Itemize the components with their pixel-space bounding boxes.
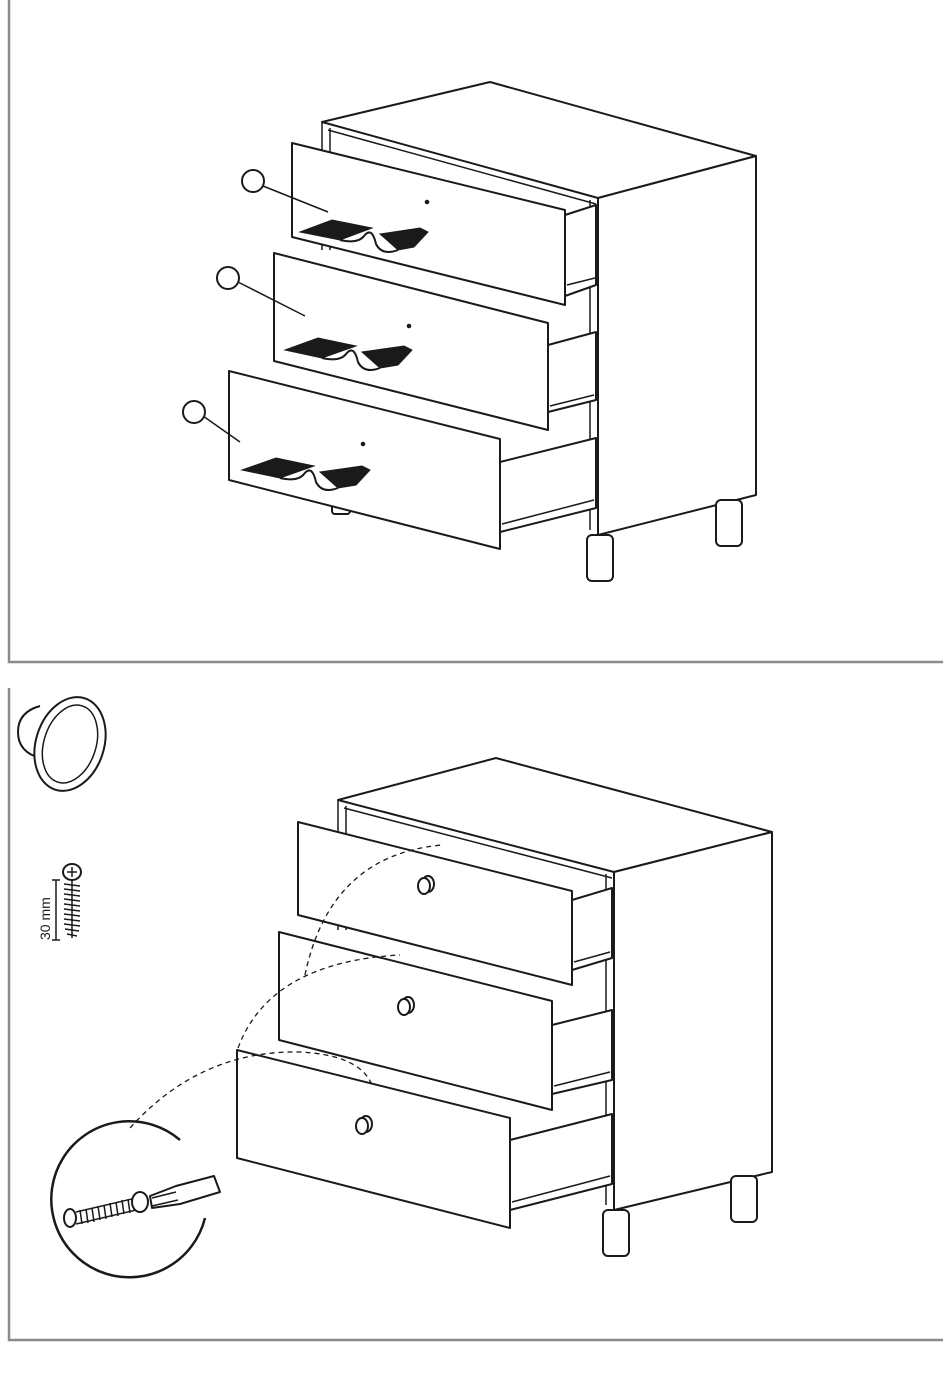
knob (356, 1116, 372, 1134)
knob (398, 997, 414, 1015)
screw-length-label: 30 mm (37, 897, 53, 940)
detail-screw (64, 1192, 148, 1227)
cabinet-leg (716, 500, 742, 546)
step-panel-attach-knobs: 30 mm (9, 688, 943, 1340)
screw-icon (52, 864, 81, 940)
screw-hole (425, 200, 429, 204)
cabinet-side (614, 832, 772, 1210)
knob-icon (18, 688, 117, 800)
screw-hole (407, 324, 411, 328)
drawer-callout-3 (183, 401, 205, 423)
drawer-callout-1 (242, 170, 264, 192)
knob (418, 876, 434, 894)
drawer-callout-2 (217, 267, 239, 289)
screw-hole (361, 442, 365, 446)
cabinet-leg (603, 1210, 629, 1256)
screwdriver-icon (150, 1176, 220, 1208)
detail-magnifier (51, 1121, 220, 1277)
cabinet-side (598, 156, 756, 535)
cabinet-leg (587, 535, 613, 581)
cabinet-leg (731, 1176, 757, 1222)
step-panel-remove-handles (9, 0, 943, 662)
